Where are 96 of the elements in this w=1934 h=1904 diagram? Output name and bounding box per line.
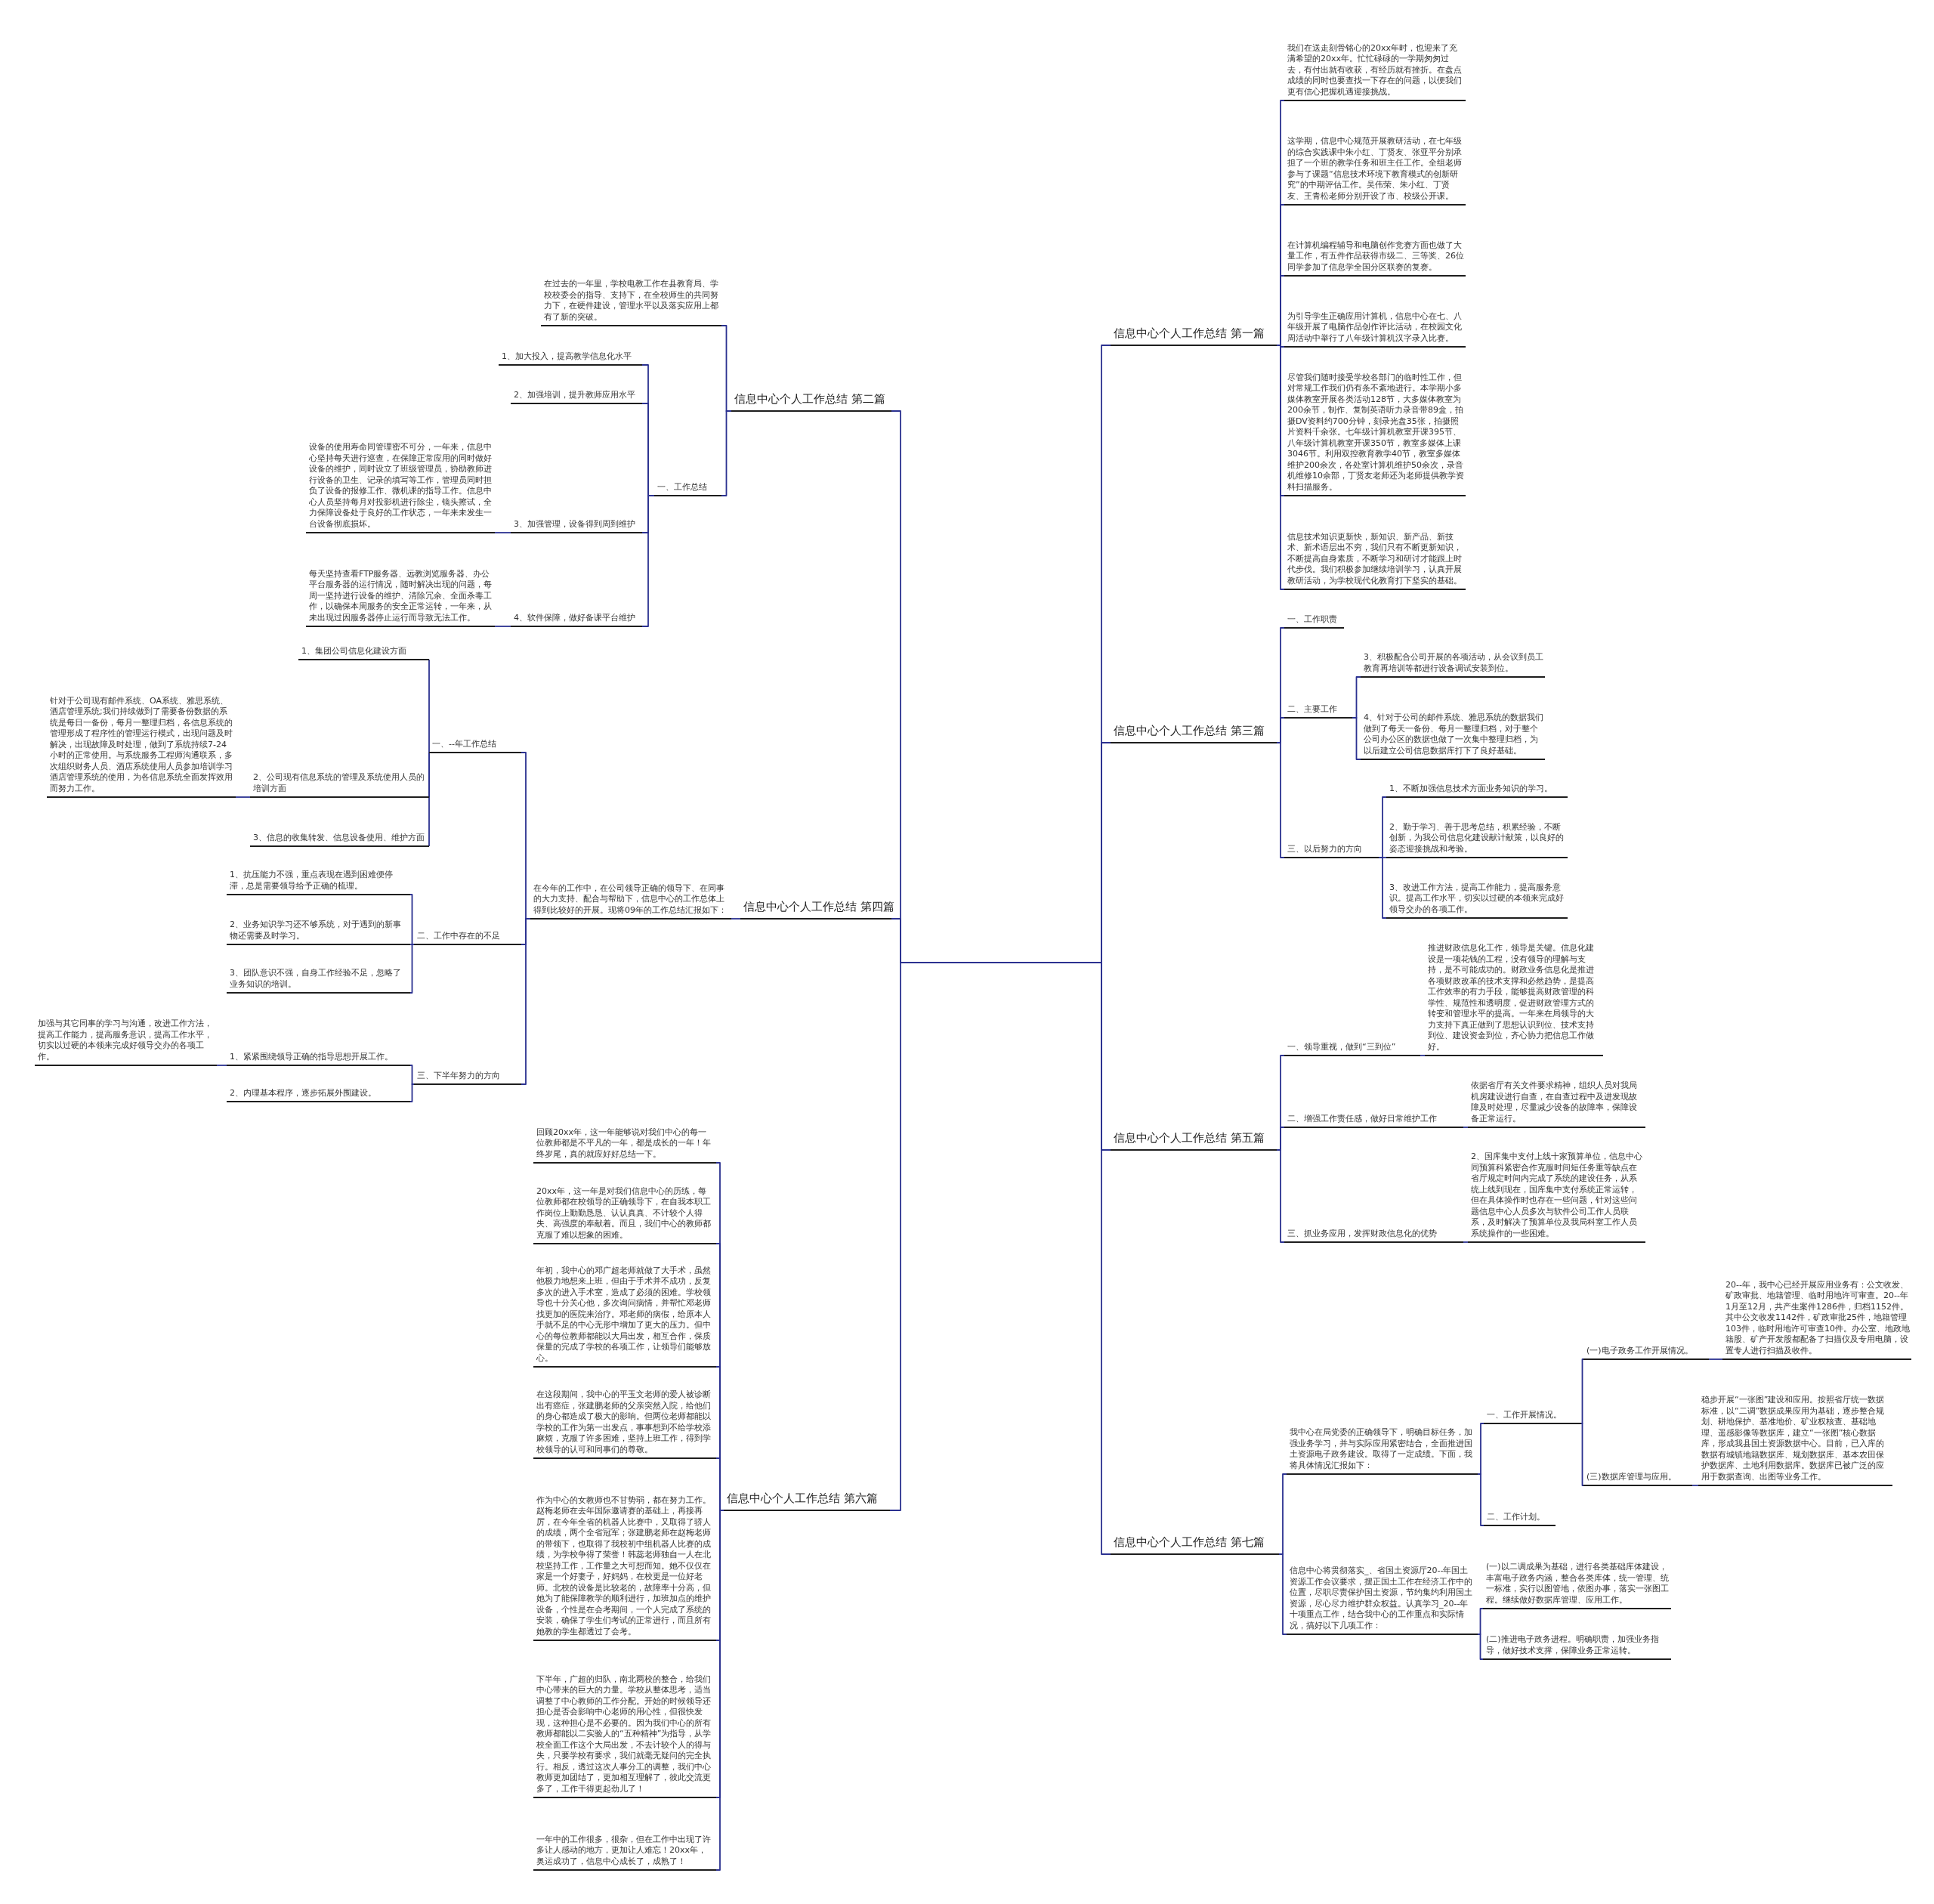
branch-item: 为引导学生正确应用计算机，信息中心在七、八年级开展了电脑作品创作评比活动，在校园文化周活动中举行了八年级计算机汉字录入比赛。 [1284, 311, 1466, 348]
connector-line [1276, 345, 1285, 590]
connector-line [1708, 1358, 1723, 1360]
connector-line [235, 796, 251, 798]
branch-item: 三、下半年努力的方向 [414, 1070, 521, 1085]
branch-item: 我们在送走刻骨铭心的20xx年时，也迎来了充满希望的20xx年。忙忙碌碌的一学期匆匆过去，有付出就有收获，有经历就有挫折。在盘点成绩的同时也要查找一下存在的问题，以便我们更有信心把握机遇迎接挑战。 [1284, 42, 1466, 101]
branch-item: 依据省厅有关文件要求精神，组织人员对我局机房建设进行自查，在自查过程中及进发现故障及时处理，尽量减少设备的故障率，保障设备正常运行。 [1468, 1080, 1645, 1128]
branch-item: 稳步开展“一张图”建设和应用。按照省厅统一数据标准，以“二调”数据成果应用为基础，逐步整合规划、耕地保护、基准地价、矿业权核查、基础地理、遥感影像等数据库，建立“一张图”核心数据库，形成我县国土资源数据中心。目前，已入库的数据有城镇地籍数据库、规划数据库、基本农田保护数据库、土地利用数据库。数据库已被广泛的应用于数据查询、出图等业务工作。 [1698, 1395, 1892, 1486]
connector-line [1276, 742, 1285, 858]
connector-line [1691, 1485, 1699, 1486]
branch-item: 一、工作开展情况。 [1484, 1409, 1581, 1424]
branch-item: 三、抓业务应用，发挥财政信息化的优势 [1284, 1228, 1463, 1243]
connector-line [428, 752, 430, 847]
branch-item: 设备的使用寿命同管理密不可分，一年来，信息中心坚持每天进行巡查，在保障正常应用的同时做好设备的维护，同时设立了班级管理员，协助教师进行设备的卫生、记录的填写等工作，管理员同时担负了设备的报修工作、微机课的指导工作。信息中心人员坚持每月对投影机进行除尘，镜头擦试，全力保障设备处于良好的工作状态，一年来未发生一台设备彻底损坏。 [306, 442, 495, 533]
branch-item: 2、勤于学习、善于思考总结，积累经验，不断创新，为我公司信息化建设献计献策，以良好的姿态迎接挑战和考验。 [1386, 821, 1568, 858]
branch-item: 1、紧紧围绕领导正确的指导思想开展工作。 [227, 1051, 410, 1066]
branch-item: 在计算机编程辅导和电脑创作竞赛方面也做了大量工作，有五件作品获得市级二、三等奖、26位同学参加了信息学全国分区联赛的复赛。 [1284, 240, 1466, 277]
branch-item: 2、内理基本程序，逐步拓展外围建设。 [227, 1087, 410, 1102]
branch-item: 在过去的一年里，学校电教工作在县教育局、学校校委会的指导、支持下，在全校师生的共同努力下，在硬件建设，管理水平以及落实应用上都有了新的突破。 [541, 279, 721, 326]
branch-item: 针对于公司现有邮件系统、OA系统、雅思系统、酒店管理系统;我们持续做到了需要备份数据的系统是每日一备份，每月一整理归档，各信息系统的管理形成了程序性的管理运行模式，出现问题及时解决，出现故障及时处理，做到了系统持续7-24小时的正常使用。与系统服务工程师沟通联系，多次组织财务人员、酒店系统使用人员参加培训学习酒店管理系统的使用，为各信息系统全面发挥效用而努力工作。 [47, 695, 236, 798]
branch-item: (二)推进电子政务进程。明确职责，加强业务指导，做好技术支撑，保障业务正常运转。 [1483, 1634, 1671, 1660]
branch-item: 20xx年，这一年是对我们信息中心的历练，每位教师都在校领导的正确领导下，在自我本职工作岗位上勤勤恳恳、认认真真、不计较个人得失、高强度的奉献着。而且，我们中心的教师都克服了难以想象的困难。 [533, 1185, 716, 1244]
branch-item: 3、改进工作方法，提高工作能力，提高服务意识。提高工作水平，切实以过硬的本领来完成好领导交办的各项工作。 [1386, 882, 1568, 919]
branch-item: (一)电子政务工作开展情况。 [1583, 1345, 1709, 1360]
branch-item: 在今年的工作中，在公司领导正确的领导下、在同事的大力支持、配合与帮助下，信息中心的工作总体上得到比较好的开展。现将09年的工作总结汇报如下： [530, 882, 731, 920]
branch-item: 3、信息的收集转发、信息设备使用、维护方面 [250, 832, 429, 847]
branch-item: 尽管我们随时接受学校各部门的临时性工作，但对常规工作我们仍有条不紊地进行。本学期小多媒体教室开展各类活动128节，大多媒体教室为200余节，制作、复制英语听力录音带89盒，拍摄DV资料约700分钟，刻录光盘35张，拍摄照片资料千余张。七年级计算机教室开课395节、八年级计算机教室开课350节，教室多媒体上课3046节。利用双控教育教学40节，教室多媒体维护200余次，各处室计算机维护50余次，录音机维修10余部，丁贤友老师还为老师提供教学资料扫描服务。 [1284, 372, 1466, 496]
branch-item: 1、加大投入，提高教学信息化水平 [499, 351, 642, 366]
branch-item: 年初，我中心的邓广超老师就做了大手术，虽然他极力地想来上班，但由于手术并不成功，反复多次的进入手术室，造成了必须的困难。学校领导也十分关心他，多次询问病情，并帮忙邓老师找更加的医院来治疗。邓老师的病假，给原本人手就不足的中心无形中增加了更大的压力。但中心的每位教师都能以大局出发，相互合作，保质保量的完成了学校的各项工作，让领导们能够放心。 [533, 1265, 716, 1368]
branch-item: 2、公司现有信息系统的管理及系统使用人员的培训方面 [250, 772, 429, 798]
connector-line [715, 1510, 724, 1871]
connector-line [1580, 1358, 1584, 1424]
branch-item: 信息中心将贯彻落实_、省国土资源厅20--年国土资源工作会议要求，摆正国土工作在经济工作中的位置，尽职尽责保护国土资源，节约集约利用国土资源，尽心尽力维护群众权益。认真学习_20--年十项重点工作，结合我中心的工作重点和实际情况，搞好以下几项工作： [1287, 1566, 1478, 1635]
branch-item: 4、软件保障，做好备课平台维护 [511, 612, 642, 627]
branch-item: 2、业务知识学习还不够系统，对于遇到的新事物还需要及时学习。 [227, 920, 410, 945]
connector-line [494, 532, 511, 533]
connector-line [1463, 1127, 1469, 1128]
connector-line [889, 962, 1000, 1511]
branch-item: 二、增强工作责任感，做好日常维护工作 [1284, 1113, 1463, 1128]
connector-line [999, 962, 1111, 1555]
branch-item: 三、以后努力的方向 [1284, 843, 1379, 858]
connector-line [409, 1083, 415, 1102]
connector-line [1477, 1634, 1484, 1660]
topic-title: 信息中心个人工作总结 第六篇 [724, 1491, 890, 1511]
branch-item: 1、集团公司信息化建设方面 [298, 645, 429, 660]
branch-item: (三)数据库管理与应用。 [1583, 1471, 1692, 1486]
connector-line [409, 944, 415, 994]
branch-item: 1、不断加强信息技术方面业务知识的学习。 [1386, 783, 1568, 798]
branch-item: 回顾20xx年，这一年能够说对我们中心的每一位教师都是不平凡的一年，都是成长的一年！年终岁尾，真的就应好好总结一下。 [533, 1127, 716, 1164]
branch-item: 在这段期间，我中心的平玉文老师的爱人被诊断出有癌症，张建鹏老师的父亲突然入院，给他们的身心都造成了极大的影响。但两位老师都能以学校的工作为第一出发点，事事想到不给学校添麻烦，克服了许多困难，坚持上班工作，得到学校领导的认可和同事们的尊敬。 [533, 1389, 716, 1459]
branch-item: 二、主要工作 [1284, 703, 1352, 719]
connector-line [1352, 717, 1361, 760]
branch-item: 2、加强培训，提升教师应用水平 [511, 389, 642, 404]
topic-title: 信息中心个人工作总结 第三篇 [1111, 724, 1277, 743]
connector-line [1463, 1241, 1469, 1243]
branch-item: 这学期，信息中心规范开展教研活动，在七年级的综合实践课中朱小红、丁贤友、张亚平分别承担了一个班的教学任务和班主任工作。全组老师参与了课题“信息技术环境下教育模式的创新研究”的中期评估工作。吴伟荣、朱小红、丁贤友、王青松老师分别开设了市、校级公开课。 [1284, 136, 1466, 206]
connector-line [216, 1065, 227, 1066]
connector-line [521, 918, 531, 1085]
branch-item: 一、工作职责 [1284, 614, 1344, 629]
connector-line [1477, 1473, 1484, 1526]
branch-item: 一年中的工作很多，很杂，但在工作中出现了许多让人感动的地方，更加让人难忘！20xx年，奥运成功了，信息中心成长了，成熟了！ [533, 1834, 716, 1871]
connector-line [1420, 1055, 1426, 1056]
branch-item: 4、针对于公司的邮件系统、雅思系统的数据我们做到了每天一备份、每月一整理归档，对于整个公司办公区的数据也做了一次集中整理归档，为以后建立公司信息数据库打下了良好基础。 [1361, 712, 1545, 760]
branch-item: 3、团队意识不强，自身工作经验不足，忽略了业务知识的培训。 [227, 968, 410, 994]
branch-item: 加强与其它同事的学习与沟通，改进工作方法，提高工作能力，提高服务意识，提高工作水平，切实以过硬的本领来完成好领导交办的各项工作。 [35, 1018, 217, 1066]
branch-item: 每天坚持查看FTP服务器、远教浏览服务器、办公平台服务器的运行情况，随时解决出现的问题，每周一坚持进行设备的维护、清除冗余、全面杀毒工作，以确保本周服务的安全正常运转，一年来，从未出现过因服务器停止运行而导致无法工作。 [306, 568, 495, 627]
topic-title: 信息中心个人工作总结 第二篇 [731, 392, 891, 412]
connector-line [409, 1065, 415, 1085]
connector-line [409, 894, 415, 945]
branch-item: 20--年，我中心已经开展应用业务有：公文收发、矿政审批、地籍管理、临时用地许可审查。20--年1月至12月，共产生案件1286件，归档1152件。其中公文收发1142件，矿政审批25件，地籍管理103件，临时用地许可审查10件。办公室、地政地籍股、矿产开发股都配备了扫描仪及专用电脑，设置专人进行扫描及收件。 [1722, 1279, 1911, 1360]
branch-item: 3、加强管理，设备得到周到维护 [511, 518, 642, 533]
branch-item: 一、工作总结 [654, 481, 721, 496]
connector-line [1276, 1149, 1285, 1243]
branch-item: 一、领导重视，做到“三到位” [1284, 1041, 1420, 1056]
connector-line [731, 918, 741, 920]
connector-line [641, 495, 655, 627]
branch-item: 下半年，广超的归队，南北两校的整合，给我们中心带来的巨大的力量。学校从整体思考，适当调整了中心教师的工作分配。开始的时候领导还担心是否会影响中心老师的用心性，但很快发现，这种担心是不必要的。因为我们中心的所有教师都能以二实验人的“五种精神”为指导，从学校全面工作这个大局出发，不去计较个人的得与失，只要学校有要求，我们就毫无疑问的完全执行。相反，透过这次人事分工的调整，我们中心教师更加团结了，更加相互理解了，彼此交流更多了，工作干得更起劲儿了！ [533, 1674, 716, 1798]
branch-item: (一)以二调成果为基础，进行各类基础库体建设，丰富电子政务内涵，整合各类库体，统一管理、统一标准，实行以图管地，依图办事，落实一张图工程。继续做好数据库管理、应用工作。 [1483, 1562, 1671, 1609]
connector-line [721, 410, 732, 496]
branch-item: 二、工作计划。 [1484, 1511, 1556, 1526]
branch-item: 我中心在局党委的正确领导下，明确目标任务，加强业务学习，并与实际应用紧密结合，全面推进国土资源电子政务建设。取得了一定成绩。下面，我将具体情况汇报如下： [1287, 1427, 1478, 1475]
branch-item: 作为中心的女教师也不甘势弱，都在努力工作。赵梅老师在去年国际邀请赛的基础上，再接再厉，在今年全省的机器人比赛中，又取得了骄人的成绩，两个全省冠军；张建鹏老师在赵梅老师的带领下，也取得了我校初中组机器人比赛的成绩，为学校争得了荣誉！韩蕊老师独自一人在北校坚持工作，工作量之大可想而知。她不仅仅在家是一个好妻子，好妈妈，在校更是一位好老师。北校的设备是比较老的，故障率十分高，但她为了能保障教学的顺利进行，加班加点的维护设备，个性是在会考期间，一个人完成了系统的安装，确保了学生们考试的正常进行，而且所有她教的学生都透过了会考。 [533, 1494, 716, 1641]
topic-title: 信息中心个人工作总结 第五篇 [1111, 1131, 1277, 1151]
branch-item: 3、积极配合公司开展的各项活动，从会议到员工教育再培训等都进行设备调试安装到位。 [1361, 652, 1545, 678]
connector-line [1580, 1423, 1584, 1486]
branch-item: 一、--年工作总结 [429, 738, 521, 753]
branch-item: 推进财政信息化工作，领导是关键。信息化建设是一项花钱的工程，没有领导的理解与支持，是不可能成功的。财政业务信息化是推进各项财政改革的技术支撑和必然趋势，是提高工作效率的有力手段，能够提高财政管理的科学性、规范性和透明度，促进财政管理方式的转变和管理水平的提高。一年来在局领导的大力支持下真正做到了思想认识到位、技术支持到位、建设资金到位，齐心协力把信息工作做好。 [1425, 943, 1603, 1056]
connector-line [494, 626, 511, 627]
branch-item: 1、抗压能力不强，重点表现在遇到困难便停滞，总是需要领导给予正确的梳理。 [227, 870, 410, 895]
topic-title: 信息中心个人工作总结 第七篇 [1111, 1535, 1279, 1555]
connector-line [428, 659, 430, 753]
branch-item: 二、工作中存在的不足 [414, 930, 521, 945]
branch-item: 信息技术知识更新快，新知识、新产品、新技术、新术语层出不穷，我们只有不断更新知识，不断提高自身素质，不断学习和研讨才能跟上时代步伐。我们积极参加继续培训学习，认真开展教研活动，为学校现代化教育打下坚实的基础。 [1284, 531, 1466, 590]
branch-item: 2、国库集中支付上线十家预算单位，信息中心同预算科紧密合作克服时间短任务重等缺点在省厅规定时间内完成了系统的建设任务，从系统上线到现在，国库集中支付系统正常运转，但在具体操作时也存在一些问题，针对这些问题信息中心人员多次与软件公司工作人员联系，及时解决了预算单位及我局科室工作人员系统操作的一些困难。 [1468, 1151, 1645, 1243]
connector-line [1378, 857, 1387, 919]
topic-title: 信息中心个人工作总结 第一篇 [1111, 326, 1277, 346]
